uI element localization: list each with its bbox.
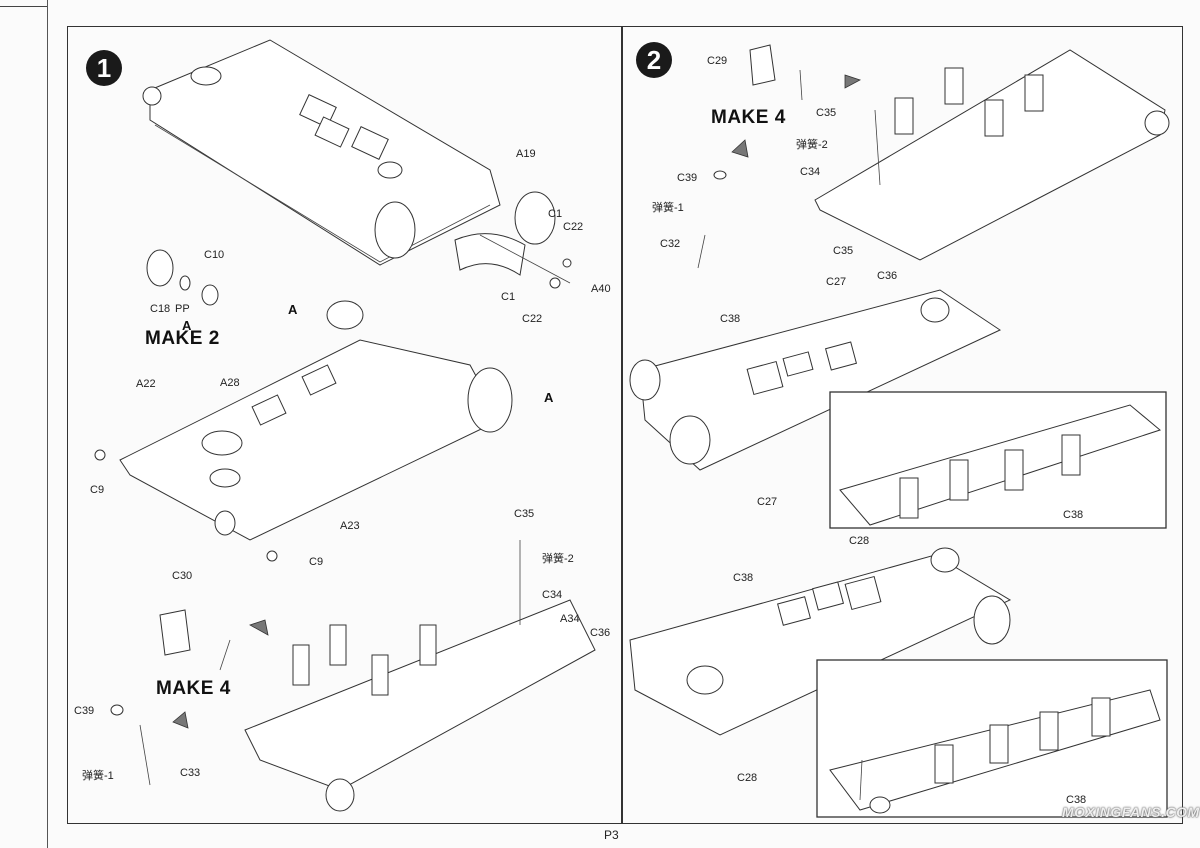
a-callout-right: A	[544, 390, 554, 405]
label-c30: C30	[172, 570, 193, 582]
instruction-frame	[67, 26, 1183, 824]
step1-hull-bottom-drawing	[110, 540, 596, 812]
label-c9-left: C9	[90, 484, 105, 496]
make4-text-step1: MAKE 4	[156, 678, 231, 699]
label-a19: A19	[516, 148, 536, 160]
label-spring2-step2: 弹簧-2	[796, 139, 828, 151]
label-c34-step2: C34	[800, 166, 821, 178]
label-c1-top: C1	[548, 208, 563, 220]
step1-hull-middle-drawing	[94, 300, 513, 562]
label-spring1: 弹簧-1	[82, 770, 114, 782]
step2-inset1-drawing	[829, 391, 1167, 529]
step-divider	[621, 26, 623, 824]
make2-text: MAKE 2	[145, 328, 220, 349]
label-c38-inset1: C38	[1063, 509, 1084, 521]
label-c38-mid: C38	[733, 572, 754, 584]
label-c28-bottom: C28	[737, 772, 758, 784]
make2-a-marker: A	[182, 318, 192, 333]
label-c38-inset2: C38	[1066, 794, 1087, 806]
label-c32: C32	[660, 238, 681, 250]
label-c36: C36	[590, 627, 611, 639]
label-c22-bottom: C22	[522, 313, 543, 325]
label-a34: A34	[560, 613, 580, 625]
label-c1-bottom: C1	[501, 291, 516, 303]
label-c27-top: C27	[826, 276, 847, 288]
step2-hull-top-drawing	[697, 44, 1170, 269]
label-c36-step2: C36	[877, 270, 898, 282]
label-c10: C10	[204, 249, 225, 261]
label-spring2: 弹簧-2	[542, 553, 574, 565]
step1-hull-top-drawing	[142, 39, 572, 289]
label-c27-bottom: C27	[757, 496, 778, 508]
label-c38-top: C38	[720, 313, 741, 325]
margin-tick	[0, 6, 47, 7]
label-c33: C33	[180, 767, 201, 779]
a-callout-left: A	[288, 302, 298, 317]
label-c29: C29	[707, 55, 728, 67]
label-c18: C18	[150, 303, 171, 315]
step2-badge: 2	[636, 42, 672, 78]
binding-margin-line	[47, 0, 48, 848]
step1-wheel-drawing	[146, 249, 219, 306]
step2-hull-c27-drawing	[629, 289, 1002, 471]
label-a23: A23	[340, 520, 360, 532]
label-a40: A40	[591, 283, 611, 295]
label-c35-top: C35	[816, 107, 837, 119]
label-pp: PP	[175, 303, 190, 315]
label-a22: A22	[136, 378, 156, 390]
step2-inset2-drawing	[816, 659, 1168, 818]
label-c35: C35	[514, 508, 535, 520]
label-c9-bottom: C9	[309, 556, 324, 568]
label-c28-top: C28	[849, 535, 870, 547]
label-c34: C34	[542, 589, 563, 601]
label-a28: A28	[220, 377, 240, 389]
label-spring1-step2: 弹簧-1	[652, 202, 684, 214]
label-c22-top: C22	[563, 221, 584, 233]
page-number: P3	[604, 828, 619, 842]
watermark: MOXINGFANS.COM	[1062, 804, 1200, 820]
make4-text-step2: MAKE 4	[711, 107, 786, 128]
label-c35-bottom: C35	[833, 245, 854, 257]
step1-badge: 1	[86, 50, 122, 86]
label-c39-step2: C39	[677, 172, 698, 184]
label-c39: C39	[74, 705, 95, 717]
